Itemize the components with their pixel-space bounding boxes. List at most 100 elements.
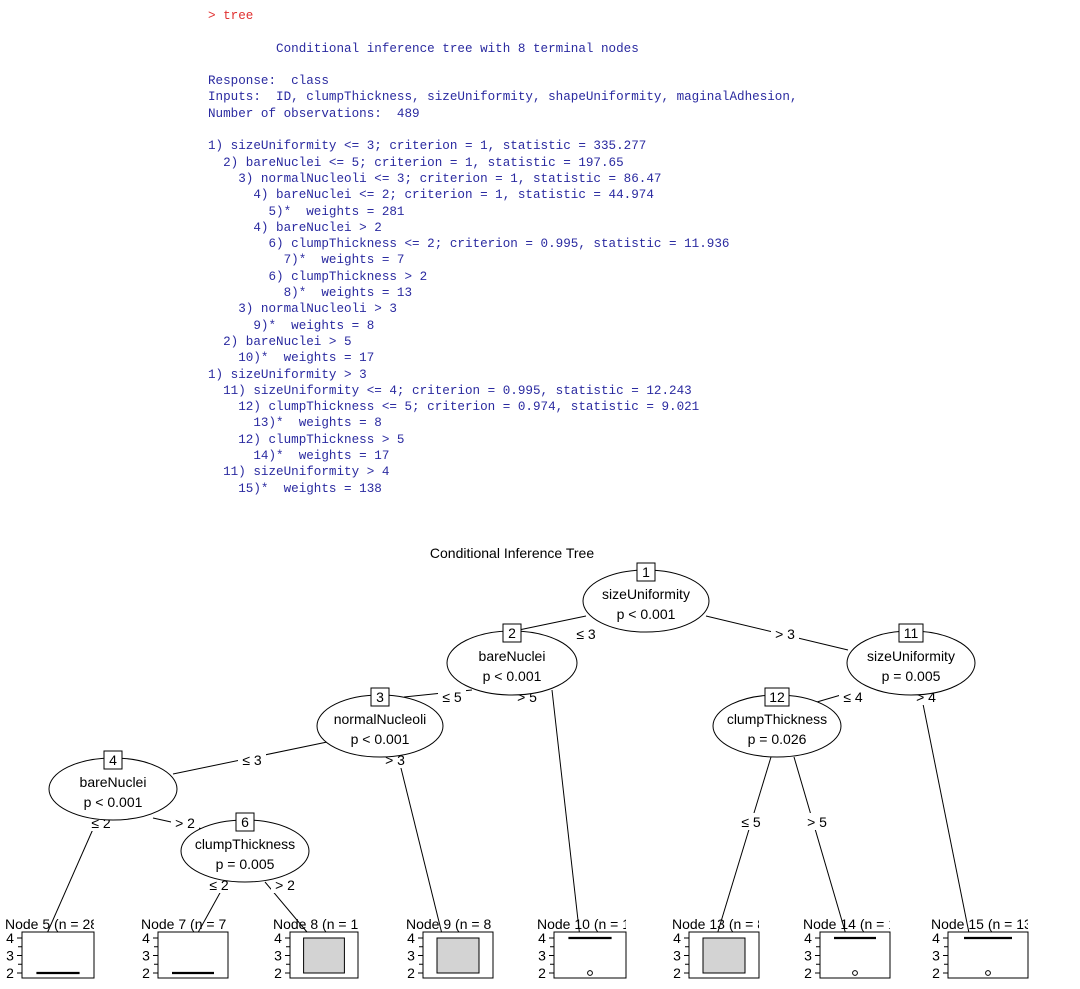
node-variable: clumpThickness: [727, 711, 827, 727]
y-tick-label: 2: [804, 965, 812, 981]
y-tick-label: 4: [538, 930, 546, 946]
plot-title: Conditional Inference Tree: [430, 545, 594, 561]
node-id-box: [235, 812, 255, 832]
y-tick-label: 2: [142, 965, 150, 981]
node-id: 1: [642, 564, 650, 580]
terminal-node-label: Node 8 (n = 13: [273, 916, 366, 932]
tree-edge: [397, 755, 444, 939]
y-tick-label: 4: [142, 930, 150, 946]
console-line: 10)* weights = 17: [208, 351, 375, 366]
node-variable: normalNucleoli: [334, 711, 427, 727]
console-line: Number of observations: 489: [208, 106, 420, 121]
console-line: Conditional inference tree with 8 termin…: [208, 41, 639, 56]
edge-label-bg: [737, 813, 765, 830]
console-line: 6) clumpThickness > 2: [208, 269, 428, 284]
y-tick-label: 3: [407, 948, 415, 964]
y-tick-label: 3: [274, 948, 282, 964]
console-line: 7)* weights = 7: [208, 253, 405, 268]
y-tick-label: 4: [673, 930, 681, 946]
node-id: 2: [508, 625, 516, 641]
edge-label: ≤ 3: [576, 626, 596, 642]
edge-label: ≤ 5: [741, 814, 761, 830]
edge-label: ≤ 3: [242, 752, 262, 768]
node-id-box: [898, 623, 924, 643]
console-line: 2) bareNuclei > 5: [208, 334, 352, 349]
y-tick-label: 4: [274, 930, 282, 946]
console-prompt-line: > tree: [208, 9, 254, 23]
y-tick-label: 3: [538, 948, 546, 964]
console-line: 11) sizeUniformity > 4: [208, 465, 390, 480]
edge-label-bg: [771, 625, 799, 642]
edge-label: ≤ 4: [843, 689, 863, 705]
console-line: 14)* weights = 17: [208, 449, 390, 464]
node-id: 6: [241, 814, 249, 830]
terminal-panel: [157, 931, 229, 979]
terminal-node-label: Node 9 (n = 8: [406, 916, 491, 932]
y-tick-label: 3: [142, 948, 150, 964]
node-id-box: [370, 687, 390, 707]
edge-label-bg: [271, 876, 299, 893]
tree-edge: [920, 693, 971, 939]
console-line: 12) clumpThickness <= 5; criterion = 0.9…: [208, 400, 700, 415]
console-line: 2) bareNuclei <= 5; criterion = 1, stati…: [208, 155, 624, 170]
console-lines: Conditional inference tree with 8 termin…: [208, 24, 797, 497]
console-line: 12) clumpThickness > 5: [208, 432, 405, 447]
y-tick-label: 4: [804, 930, 812, 946]
console-line: Response: class: [208, 74, 329, 89]
y-tick-label: 2: [538, 965, 546, 981]
node-pvalue: p < 0.001: [84, 794, 143, 810]
console-line: 3) normalNucleoli > 3: [208, 302, 397, 317]
console-line: 13)* weights = 8: [208, 416, 382, 431]
console-line: 4) bareNuclei > 2: [208, 220, 382, 235]
console-line: [208, 57, 797, 73]
console-line: 5)* weights = 281: [208, 204, 405, 219]
edge-label: ≤ 5: [442, 689, 462, 705]
y-tick-label: 3: [932, 948, 940, 964]
edge-label: ≤ 2: [209, 877, 229, 893]
edge-label-bg: [238, 751, 266, 768]
node-pvalue: p = 0.005: [216, 856, 275, 872]
y-tick-label: 4: [6, 930, 14, 946]
node-id: 11: [904, 625, 919, 641]
node-variable: bareNuclei: [80, 774, 147, 790]
terminal-panel: [21, 931, 95, 979]
boxplot-box: [303, 937, 345, 974]
edge-label-bg: [171, 814, 199, 831]
console-line: 3) normalNucleoli <= 3; criterion = 1, s…: [208, 171, 662, 186]
node-id-box: [502, 623, 522, 643]
edge-label-bg: [803, 813, 831, 830]
console-line: 1) sizeUniformity <= 3; criterion = 1, s…: [208, 139, 647, 154]
y-tick-label: 4: [407, 930, 415, 946]
tree-edge: [513, 615, 587, 632]
node-id-box: [636, 562, 656, 582]
edge-label-bg: [572, 625, 600, 642]
y-tick-label: 2: [932, 965, 940, 981]
boxplot-outlier: [852, 970, 858, 976]
boxplot-outlier: [587, 970, 593, 976]
y-tick-label: 2: [6, 965, 14, 981]
edge-label: > 5: [807, 814, 827, 830]
node-id-box: [764, 687, 790, 707]
node-id: 3: [376, 689, 384, 705]
console-line: 1) sizeUniformity > 3: [208, 367, 367, 382]
edge-label: > 2: [175, 815, 195, 831]
boxplot-outlier: [985, 970, 991, 976]
node-pvalue: p < 0.001: [617, 606, 676, 622]
node-id-box: [103, 750, 123, 770]
ctree-plot: Conditional Inference Tree ≤ 3> 3≤ 5> 5≤…: [5, 545, 1029, 981]
node-variable: sizeUniformity: [602, 586, 690, 602]
node-pvalue: p = 0.005: [882, 668, 941, 684]
edge-label-bg: [839, 688, 867, 705]
console-line: 6) clumpThickness <= 2; criterion = 0.99…: [208, 237, 730, 252]
edge-label-bg: [438, 688, 466, 705]
